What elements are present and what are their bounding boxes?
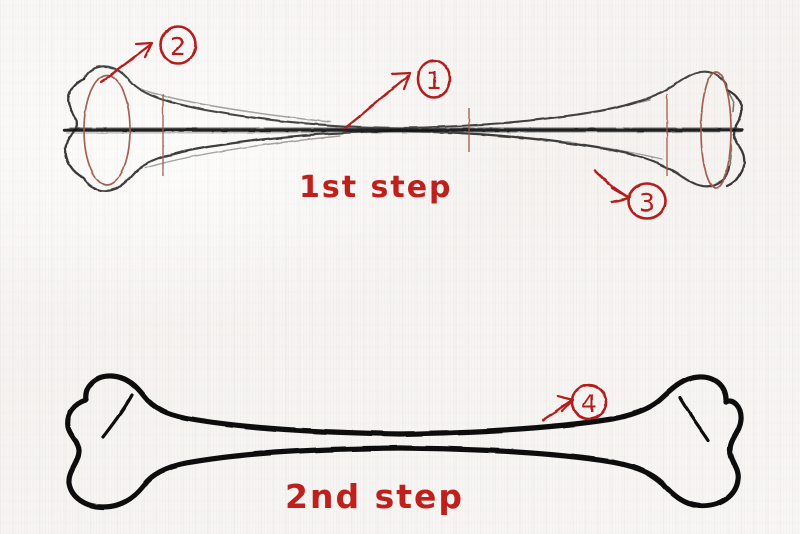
step-1-label: 1st step (299, 170, 453, 205)
center-axis-line (62, 126, 744, 134)
callout-1-arrow (343, 74, 410, 130)
callout-1-arrowhead (390, 71, 412, 91)
callout-3-number: 3 (639, 188, 655, 217)
callout-4-number: 4 (581, 389, 597, 418)
callout-3[interactable]: 3 (593, 169, 667, 220)
step-2-label: 2nd step (285, 477, 464, 516)
callout-1[interactable]: 1 (343, 59, 452, 130)
callout-4-circle (570, 383, 608, 421)
callout-2-arrow (99, 43, 152, 84)
callout-1-circle (416, 59, 452, 99)
left-ellipse (83, 74, 131, 186)
right-ellipse (700, 71, 732, 189)
callout-4[interactable]: 4 (541, 383, 608, 422)
step-1-construction-drawing (62, 65, 746, 192)
callout-2-number: 2 (170, 32, 186, 61)
step-2-final-bone-outline (65, 373, 744, 510)
construction-sketch-overstrokes (139, 88, 663, 169)
construction-tick-marks (162, 94, 668, 176)
callout-1-number: 1 (426, 66, 442, 95)
annotation-layer: 2 1 3 4 (99, 25, 667, 422)
callout-2-circle (159, 25, 197, 65)
callout-3-circle (627, 182, 667, 220)
callout-2[interactable]: 2 (99, 25, 197, 84)
callout-2-arrowhead (134, 41, 154, 59)
callout-4-arrow (541, 398, 574, 422)
construction-end-ellipses (83, 71, 732, 189)
callout-3-arrow (593, 169, 630, 199)
